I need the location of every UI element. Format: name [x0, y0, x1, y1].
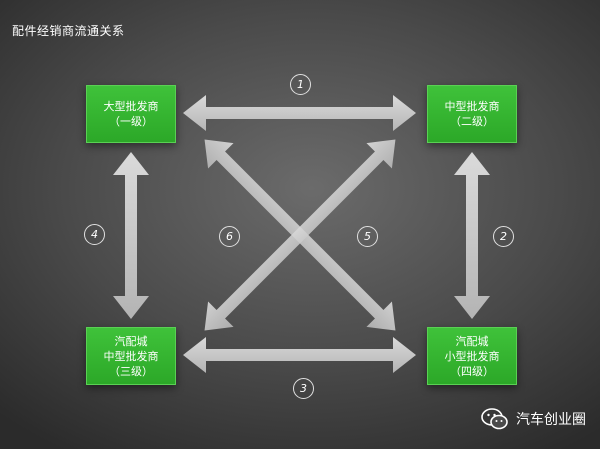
node-label: 汽配城 — [455, 334, 489, 348]
arrow-5-diagonal — [204, 139, 396, 331]
arrow-3-bottom — [183, 337, 416, 373]
watermark-text: 汽车创业圈 — [516, 412, 586, 428]
node-level: （一级） — [109, 115, 153, 128]
badge-1: 1 — [290, 74, 311, 95]
node-sublabel: 中型批发商 — [103, 349, 159, 363]
node-level-1: 大型批发商 （一级） — [86, 85, 176, 143]
node-level: （二级） — [450, 115, 494, 128]
node-level: （四级） — [450, 364, 494, 378]
badge-6: 6 — [219, 226, 240, 247]
node-label: 汽配城 — [114, 334, 148, 348]
badge-5: 5 — [357, 226, 378, 247]
arrow-1-top — [183, 95, 416, 131]
node-label: 大型批发商 — [103, 100, 159, 113]
node-level-4: 汽配城 小型批发商 （四级） — [427, 327, 517, 385]
watermark: 汽车创业圈 — [480, 407, 586, 431]
node-level: （三级） — [109, 364, 153, 378]
wechat-icon — [481, 408, 508, 430]
node-label: 中型批发商 — [444, 100, 500, 113]
node-level-2: 中型批发商 （二级） — [427, 85, 517, 143]
badge-4: 4 — [84, 224, 105, 245]
badge-2: 2 — [493, 226, 514, 247]
arrow-2-right — [454, 152, 490, 319]
badge-3: 3 — [293, 378, 314, 399]
node-level-3: 汽配城 中型批发商 （三级） — [86, 327, 176, 385]
arrow-4-left — [113, 152, 149, 319]
diagram-title: 配件经销商流通关系 — [12, 24, 125, 38]
node-sublabel: 小型批发商 — [444, 349, 500, 363]
